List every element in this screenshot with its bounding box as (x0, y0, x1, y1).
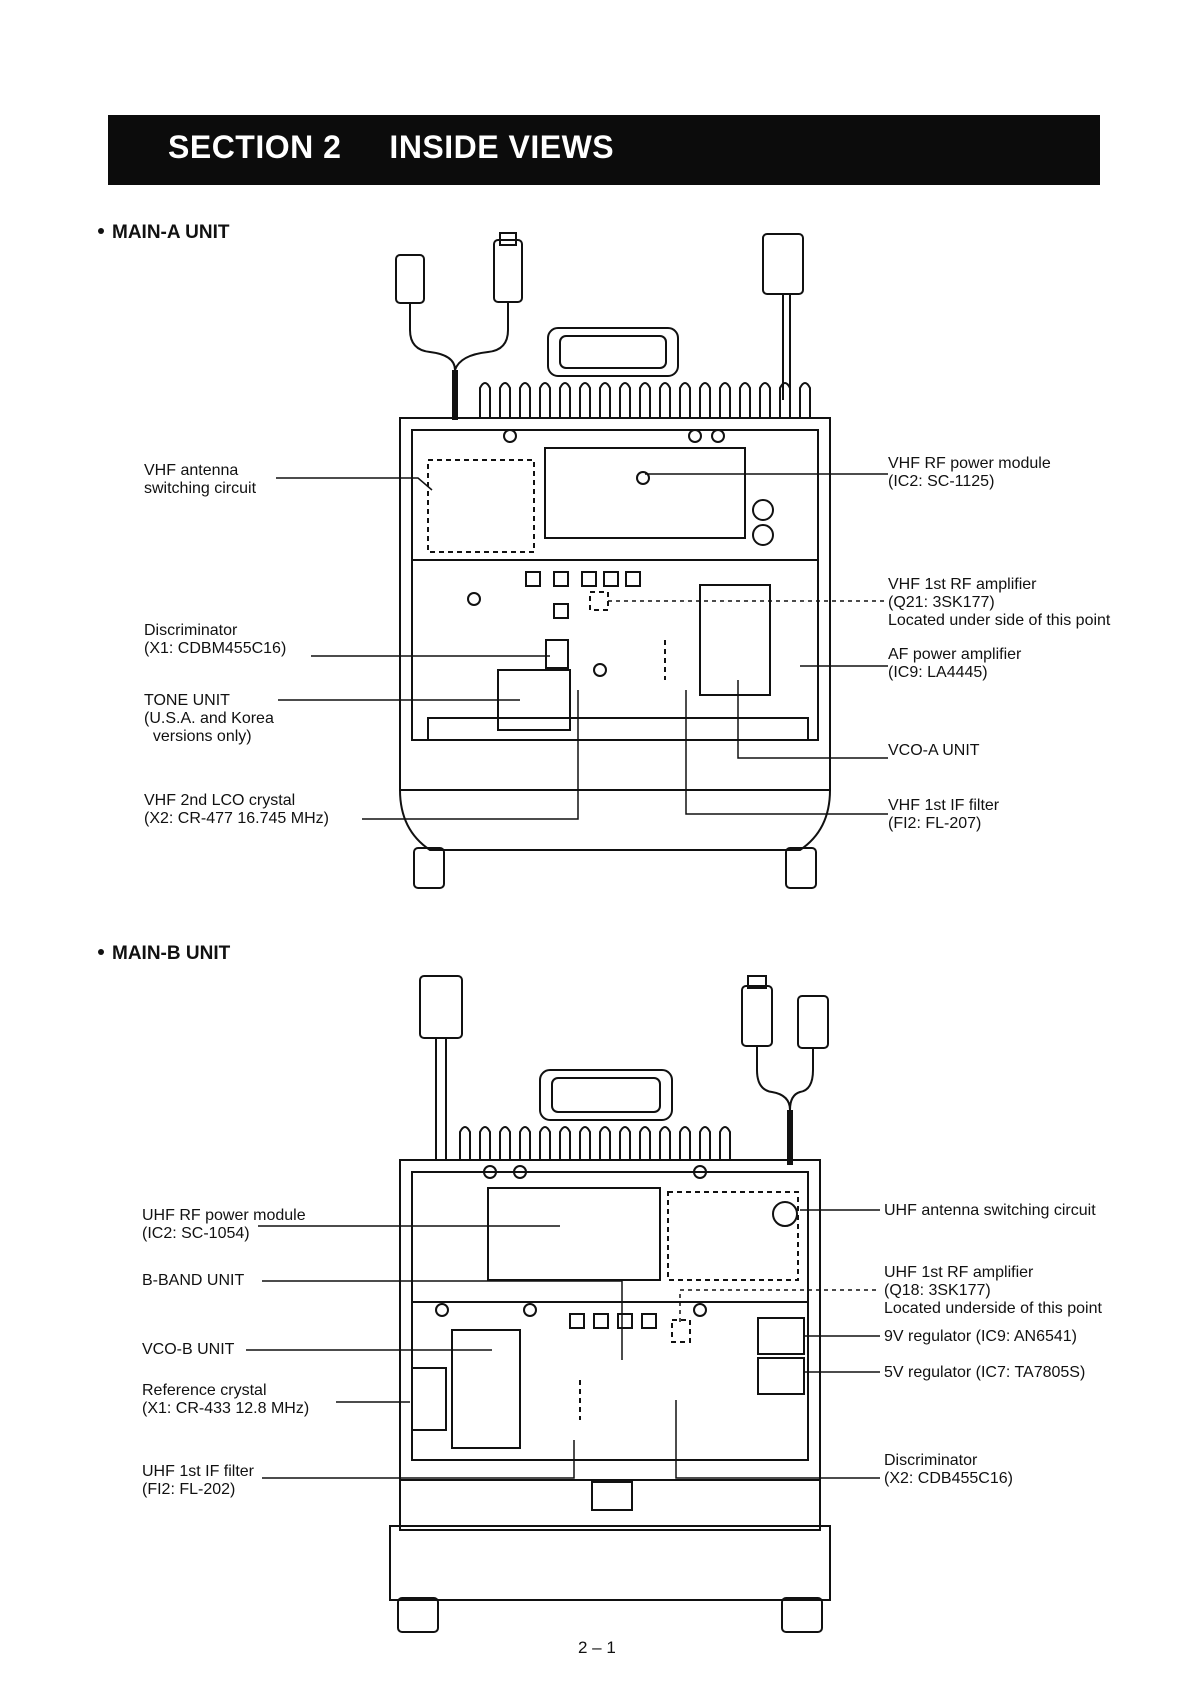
label-5v-regulator: 5V regulator (IC7: TA7805S) (884, 1364, 1086, 1381)
label-af-power-amplifier: AF power amplifier (IC9: LA4445) (888, 646, 1022, 681)
base-b (389, 1525, 831, 1601)
main-a-title: MAIN-A UNIT (98, 222, 230, 244)
rf-module-a (544, 447, 746, 539)
label-vhf-rf-power-module: VHF RF power module (IC2: SC-1125) (888, 455, 1051, 490)
label-vhf-rf-amplifier: VHF 1st RF amplifier (Q21: 3SK177) Locat… (888, 576, 1111, 629)
main-a-leaders (276, 473, 888, 820)
section-title: INSIDE VIEWS (389, 129, 615, 165)
label-tone-unit: TONE UNIT (U.S.A. and Korea versions onl… (144, 692, 274, 745)
main-b-leaders (246, 1209, 880, 1479)
bullet-icon (98, 227, 104, 234)
reg9-b (757, 1317, 805, 1355)
connector-a2 (493, 239, 523, 303)
cable-b-power (435, 1038, 447, 1160)
label-9v-regulator: 9V regulator (IC9: AN6541) (884, 1328, 1077, 1345)
connector-b3 (797, 995, 829, 1049)
main-b-title: MAIN-B UNIT (98, 943, 230, 965)
connector-a3 (762, 233, 804, 295)
connector-a2-tip (499, 232, 517, 246)
speaker-b (539, 1069, 673, 1121)
label-uhf-antenna-switch: UHF antenna switching circuit (884, 1202, 1096, 1219)
rf-module-b (487, 1187, 661, 1281)
label-reference-crystal: Reference crystal (X1: CR-433 12.8 MHz) (142, 1382, 310, 1417)
foot-a-right (785, 847, 817, 889)
label-discriminator-a: Discriminator (X1: CDBM455C16) (144, 622, 287, 657)
foot-b-left (397, 1597, 439, 1633)
label-uhf-if-filter: UHF 1st IF filter (FI2: FL-202) (142, 1463, 255, 1498)
speaker-a (547, 327, 679, 377)
label-discriminator-b: Discriminator (X2: CDB455C16) (884, 1452, 1013, 1487)
vco-b (451, 1329, 521, 1449)
ref-crystal-b (411, 1367, 447, 1431)
page-number: 2 – 1 (578, 1638, 616, 1657)
reg5-b (757, 1357, 805, 1395)
ant-switch-area-b (667, 1191, 799, 1281)
main-b-drawing (389, 975, 831, 1633)
foot-a-left (413, 847, 445, 889)
main-b-title-text: MAIN-B UNIT (112, 943, 231, 964)
cable-a-y (409, 302, 509, 371)
base-a (399, 789, 832, 851)
rf-amp-point-b (671, 1319, 691, 1343)
label-vco-a-unit: VCO-A UNIT (888, 742, 980, 759)
vco-a (699, 584, 771, 696)
label-b-band-unit: B-BAND UNIT (142, 1272, 245, 1289)
main-b-dashed (579, 1191, 799, 1420)
label-vhf-lco-crystal: VHF 2nd LCO crystal (X2: CR-477 16.745 M… (144, 792, 329, 827)
main-a-title-text: MAIN-A UNIT (112, 222, 230, 243)
heatsink-a (479, 382, 811, 418)
section-banner: SECTION 2 INSIDE VIEWS (108, 115, 1100, 185)
ant-switch-area-a (427, 459, 535, 553)
label-vco-b-unit: VCO-B UNIT (142, 1341, 235, 1358)
chassis-b (399, 1159, 821, 1531)
foot-b-right (781, 1597, 823, 1633)
main-a-drawing (395, 232, 832, 889)
section-number: SECTION 2 (168, 129, 342, 165)
bullet-icon (98, 948, 104, 955)
rf-amp-point-a (589, 591, 609, 611)
label-vhf-if-filter: VHF 1st IF filter (FI2: FL-207) (888, 797, 1000, 832)
section-heading: SECTION 2 INSIDE VIEWS (168, 129, 614, 166)
label-vhf-antenna-switch: VHF antenna switching circuit (144, 462, 257, 497)
connector-b2 (741, 985, 773, 1047)
connector-a1 (395, 254, 425, 304)
label-uhf-rf-amplifier: UHF 1st RF amplifier (Q18: 3SK177) Locat… (884, 1264, 1102, 1317)
cable-a-power (782, 294, 791, 400)
connector-b1 (419, 975, 463, 1039)
label-uhf-rf-power-module: UHF RF power module (IC2: SC-1054) (142, 1207, 306, 1242)
discriminator-a (545, 639, 569, 669)
cable-b-y (756, 1046, 814, 1111)
heatsink-b (459, 1126, 731, 1160)
